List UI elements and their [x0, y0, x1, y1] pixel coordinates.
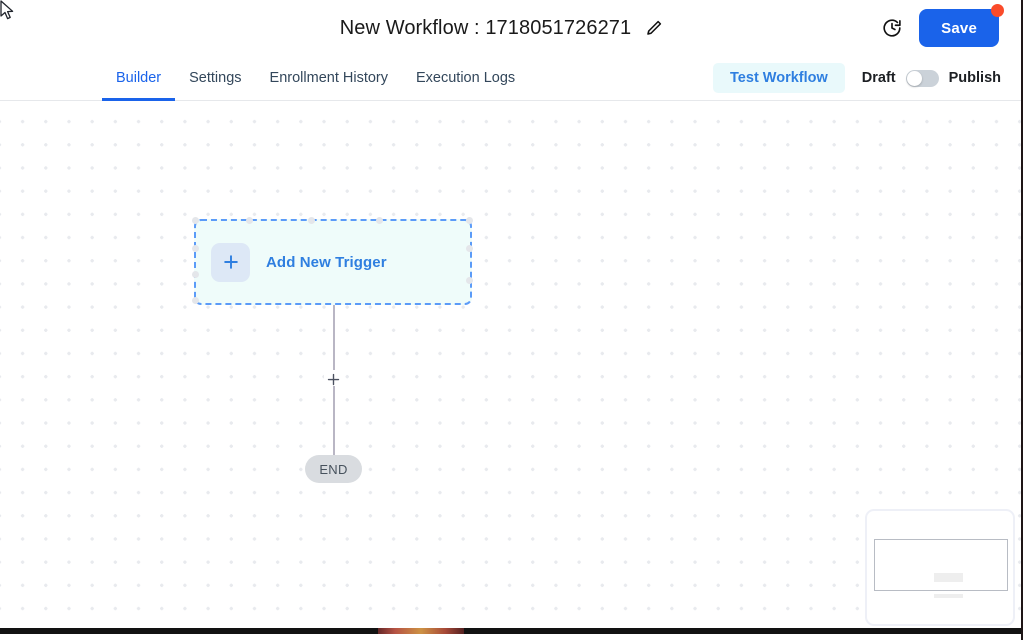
- publish-toggle-group: Draft Publish: [861, 69, 1001, 87]
- connector-line-bottom: [333, 386, 335, 455]
- app-header: New Workflow : 1718051726271 Save: [0, 0, 1021, 56]
- tab-execution-logs[interactable]: Execution Logs: [416, 70, 516, 86]
- test-workflow-button[interactable]: Test Workflow: [713, 63, 845, 93]
- clock-history-icon[interactable]: [881, 17, 903, 39]
- tab-bar: Builder Settings Enrollment History Exec…: [0, 56, 1021, 101]
- canvas-minimap[interactable]: [865, 509, 1015, 626]
- tab-bar-actions: Test Workflow Draft Publish: [713, 56, 1001, 100]
- tab-list: Builder Settings Enrollment History Exec…: [102, 56, 529, 101]
- node-handle[interactable]: [192, 217, 199, 224]
- save-button[interactable]: Save: [919, 9, 999, 47]
- tab-enrollment-history[interactable]: Enrollment History: [269, 70, 388, 86]
- node-handle[interactable]: [466, 277, 473, 284]
- draft-label: Draft: [861, 70, 896, 86]
- page-title: New Workflow : 1718051726271: [339, 16, 632, 39]
- browser-bottom-edge: [0, 628, 1021, 634]
- add-new-trigger-label: Add New Trigger: [266, 253, 387, 271]
- node-handle[interactable]: [466, 217, 473, 224]
- node-handle[interactable]: [246, 217, 253, 224]
- browser-bottom-content: [378, 628, 464, 634]
- end-node[interactable]: END: [305, 455, 362, 483]
- node-handle[interactable]: [466, 245, 473, 252]
- end-node-label: END: [319, 461, 348, 477]
- browser-right-gap: [1023, 0, 1028, 640]
- minimap-node: [934, 594, 963, 598]
- publish-label: Publish: [948, 70, 1001, 86]
- toggle-knob: [906, 70, 922, 86]
- workflow-canvas[interactable]: Add New Trigger END: [0, 101, 1021, 634]
- publish-toggle[interactable]: [905, 69, 939, 87]
- pencil-icon[interactable]: [645, 19, 663, 37]
- add-new-trigger-node[interactable]: Add New Trigger: [192, 217, 473, 305]
- node-handle[interactable]: [192, 271, 199, 278]
- plus-icon: [211, 242, 250, 282]
- node-handle[interactable]: [376, 217, 383, 224]
- minimap-node: [934, 573, 963, 582]
- add-step-plus-icon[interactable]: [324, 370, 343, 389]
- save-button-wrapper: Save: [919, 4, 1004, 47]
- minimap-viewport[interactable]: [874, 539, 1008, 598]
- tab-builder[interactable]: Builder: [102, 56, 176, 101]
- browser-right-edge: [1021, 0, 1023, 640]
- unsaved-changes-dot: [991, 4, 1004, 17]
- node-handle[interactable]: [192, 245, 199, 252]
- node-handle[interactable]: [308, 217, 315, 224]
- title-group: New Workflow : 1718051726271: [340, 17, 664, 40]
- tab-settings[interactable]: Settings: [189, 70, 242, 86]
- node-handle[interactable]: [192, 297, 199, 304]
- header-actions: Save: [881, 0, 1004, 56]
- connector-line-top: [333, 305, 335, 373]
